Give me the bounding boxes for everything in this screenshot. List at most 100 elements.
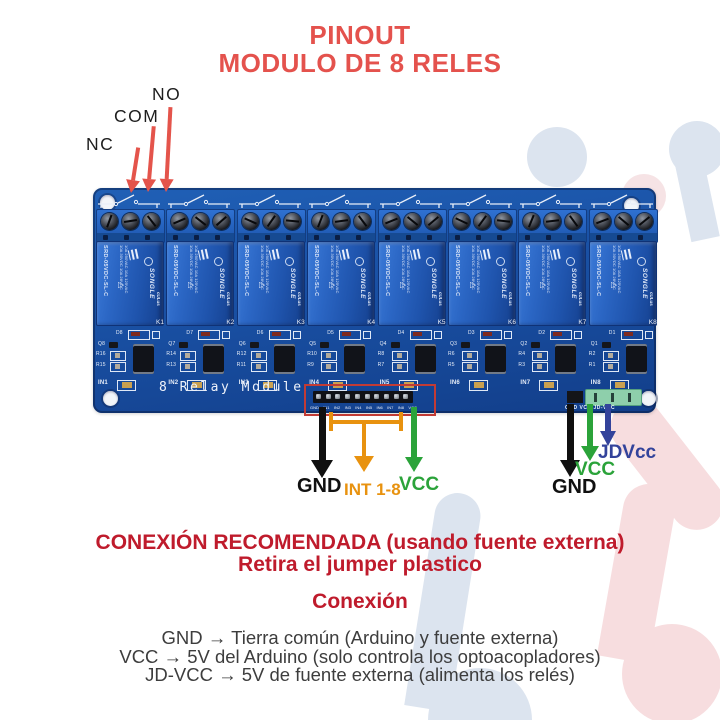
relay-triangle-icon: △ [539,282,549,289]
relay-model-text: SRD-05VDC-SL-C [594,245,601,297]
vcc-pointer-arrow-bottom [405,407,423,472]
relay-k-label: K5 [437,319,446,326]
com-terminal-label: COM [114,106,160,126]
relay-k-label: K7 [578,319,587,326]
relay-logo-icon [636,257,646,266]
relay-model-text: SRD-05VDC-SL-C [524,245,531,297]
transistor-label: Q8 [98,341,106,347]
channel-components: D8 Q8 R16 R15 IN1 [96,330,162,392]
pad-outline [363,331,372,339]
arrow-head-icon [354,456,374,472]
resistor-label: R14 [166,351,177,357]
terminal-screw [424,213,442,230]
input-resistor [539,380,559,391]
resistor-label: R10 [307,351,317,357]
channel-components: D4 Q4 R8 R7 IN5 [378,330,444,392]
note-gnd: GND → Tierra común (Arduino y fuente ext… [161,627,559,648]
terminal-block [588,209,658,243]
relay-symbol-silkscreen [450,194,512,208]
pad-outline [574,331,583,339]
relay-symbol-silkscreen [238,194,301,208]
resistor-label: R2 [588,351,596,357]
relay-logo-icon [284,257,294,266]
terminal-screw [283,213,301,230]
terminal-block [448,209,517,243]
terminal-block [96,209,165,243]
relay-brand-text: SONGLE [218,268,226,300]
decor-circle-blue [527,127,587,187]
resistor [180,351,197,361]
nc-terminal-label: NC [86,134,115,154]
terminal-screw [192,213,210,230]
relay-triangle-icon: △ [257,282,267,289]
resistor-label: R7 [377,362,385,368]
resistor [391,351,408,361]
relay-model-text: SRD-05VDC-SL-C [242,245,249,297]
optocoupler-ic [133,344,154,374]
recommended-connection-heading: CONEXIÓN RECOMENDADA (usando fuente exte… [95,531,625,554]
arrow-head-icon [599,431,616,446]
relay-brand-text: SONGLE [570,268,578,300]
relay-k-label: K8 [648,319,657,326]
relay-triangle-icon: △ [398,282,408,289]
input-resistor [117,380,136,391]
relay-cert-text: cULus [437,292,443,306]
title-line-1: PINOUT [309,20,411,50]
pad-outline [152,331,160,339]
terminal-block [307,209,377,243]
optocoupler-ic [344,344,366,374]
relay-symbol-silkscreen [520,194,583,208]
terminal-screw [333,213,351,230]
relay-model-text: SRD-05VDC-SL-C [383,245,390,297]
transistor [179,342,189,348]
header-pin-label: IN4 [355,404,362,410]
jdvcc-label: JDVcc [598,442,657,463]
resistor [321,351,338,361]
decor-pin-circle-pink [622,624,720,720]
terminal-front-face [589,233,657,242]
terminal-screw [382,213,400,230]
no-pointer-arrow [158,106,178,193]
terminal-front-face [449,233,516,242]
header-pin-label: IN8 [397,404,405,410]
relay-symbols-row [93,191,656,209]
gnd-label-bottom: GND [297,475,342,497]
pad-outline [433,331,442,339]
pad-outline [292,331,301,339]
transistor [320,342,330,348]
resistor [321,362,338,372]
terminal-screw [614,213,632,230]
resistor [180,362,197,372]
remove-jumper-heading: Retira el jumper plastico [238,553,482,576]
resistor-label: R11 [236,362,247,368]
int-bracket-bar [329,420,403,424]
terminal-screw [143,213,160,230]
input-resistor [469,380,488,391]
terminal-screw [262,213,280,230]
header-pin-label: IN5 [365,404,373,410]
input-label: IN7 [520,380,531,386]
relay-stripes-icon [618,248,632,261]
gnd-label-right: GND [552,476,597,498]
diode [128,330,150,340]
header-pin-label: GND [310,404,319,410]
diode-label: D3 [468,330,475,336]
relay-model-text: SRD-05VDC-SL-C [172,245,179,297]
input-label: IN4 [309,380,320,386]
relay-brand-text: SONGLE [500,268,507,300]
terminal-block [166,209,236,243]
channel-components: D1 Q1 R2 R1 IN8 [589,330,655,392]
relay-triangle-icon: △ [469,282,478,289]
relay-k-label: K6 [508,319,516,326]
terminal-screw [312,213,330,230]
terminal-block [236,209,306,243]
int-1-8-label: INT 1-8 [344,480,401,499]
terminal-screw [171,213,189,230]
arrow-head-icon [581,446,599,461]
resistor [602,362,619,372]
